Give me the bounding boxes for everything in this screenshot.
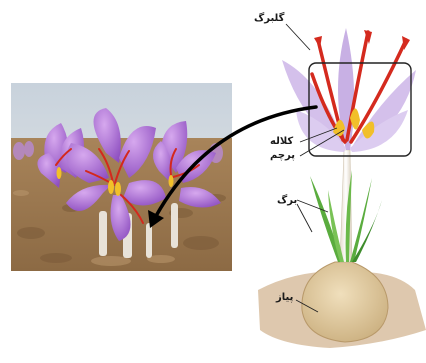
label-bulb: پیاز <box>276 293 293 303</box>
label-petal: گلبرگ <box>254 14 284 24</box>
label-stamen: پرچم <box>270 151 295 161</box>
label-leaf: برگ <box>277 196 297 206</box>
connector-arrow <box>148 107 316 228</box>
label-stigma: کلاله <box>270 137 293 147</box>
